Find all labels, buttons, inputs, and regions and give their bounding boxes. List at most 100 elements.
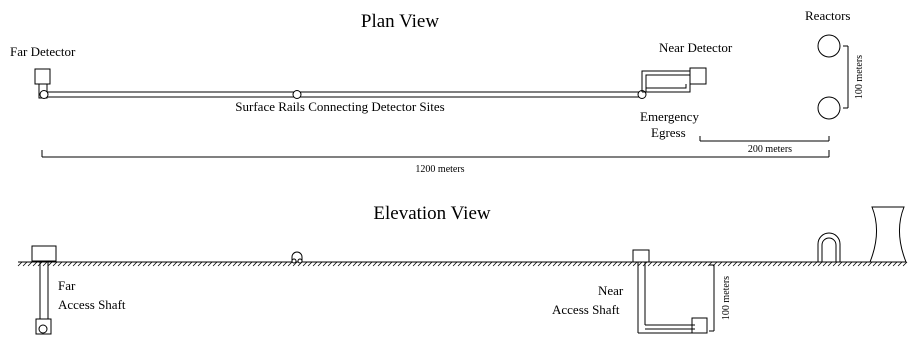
near-detector-tunnel-inner bbox=[645, 74, 690, 92]
ground-hatch-stroke bbox=[682, 261, 688, 267]
ground-hatch-stroke bbox=[232, 261, 238, 267]
ground-hatch-stroke bbox=[22, 261, 28, 267]
ground-hatch-stroke bbox=[567, 261, 573, 267]
dim-200m-label: 200 meters bbox=[748, 144, 792, 155]
ground-hatch-stroke bbox=[177, 261, 183, 267]
ground-hatch-stroke bbox=[257, 261, 263, 267]
ground-hatch-stroke bbox=[647, 261, 653, 267]
ground-hatch-stroke bbox=[577, 261, 583, 267]
ground-hatch-stroke bbox=[87, 261, 93, 267]
ground-hatch-stroke bbox=[352, 261, 358, 267]
ground-hatch-stroke bbox=[117, 261, 123, 267]
ground-hatch-stroke bbox=[702, 261, 708, 267]
ground-hatch-stroke bbox=[357, 261, 363, 267]
ground-hatch-stroke bbox=[482, 261, 488, 267]
rail-car-wheel-right bbox=[297, 258, 303, 264]
ground-hatch-stroke bbox=[792, 261, 798, 267]
ground-hatch-stroke bbox=[512, 261, 518, 267]
near-detector-label: Near Detector bbox=[659, 40, 733, 55]
ground-hatch-stroke bbox=[402, 261, 408, 267]
ground-hatch-stroke bbox=[387, 261, 393, 267]
ground-hatch-stroke bbox=[392, 261, 398, 267]
ground-hatch-stroke bbox=[777, 261, 783, 267]
ground-hatch-stroke bbox=[427, 261, 433, 267]
elevation-view-title: Elevation View bbox=[373, 203, 491, 224]
reactors-label: Reactors bbox=[805, 8, 850, 23]
ground-hatch-stroke bbox=[747, 261, 753, 267]
ground-hatch-stroke bbox=[397, 261, 403, 267]
ground-hatch-stroke bbox=[207, 261, 213, 267]
ground-hatch-stroke bbox=[637, 261, 643, 267]
ground-hatch-stroke bbox=[462, 261, 468, 267]
dim-1200m-label: 1200 meters bbox=[415, 164, 464, 175]
ground-hatch-stroke bbox=[692, 261, 698, 267]
far-shaft-label-2: Access Shaft bbox=[58, 297, 126, 312]
ground-hatch-stroke bbox=[757, 261, 763, 267]
ground-hatch-stroke bbox=[272, 261, 278, 267]
ground-hatch-stroke bbox=[742, 261, 748, 267]
near-shaft-label-2: Access Shaft bbox=[552, 302, 620, 317]
ground-hatch-stroke bbox=[152, 261, 158, 267]
ground-hatch-stroke bbox=[102, 261, 108, 267]
reactor-2-icon bbox=[817, 96, 841, 120]
ground-hatch-stroke bbox=[857, 261, 863, 267]
ground-hatch-stroke bbox=[17, 261, 23, 267]
far-detector-hall bbox=[35, 318, 52, 335]
ground-hatch-stroke bbox=[417, 261, 423, 267]
ground-hatch-stroke bbox=[217, 261, 223, 267]
ground-hatch-stroke bbox=[572, 261, 578, 267]
ground-hatch-stroke bbox=[302, 261, 308, 267]
ground-hatch-stroke bbox=[622, 261, 628, 267]
reactor-spacing-dim-label: 100 meters bbox=[854, 55, 865, 99]
near-shaft-label-1: Near bbox=[598, 283, 624, 298]
ground-hatch-stroke bbox=[162, 261, 168, 267]
ground-hatch-stroke bbox=[137, 261, 143, 267]
depth-dim-label: 100 meters bbox=[721, 276, 732, 320]
reactor-1-icon bbox=[817, 34, 841, 58]
ground-hatch-stroke bbox=[887, 261, 893, 267]
emergency-egress-label-2: Egress bbox=[651, 125, 686, 140]
ground-hatch-stroke bbox=[317, 261, 323, 267]
ground-hatch-stroke bbox=[627, 261, 633, 267]
near-shaft-building bbox=[632, 249, 650, 263]
ground-hatch-stroke bbox=[467, 261, 473, 267]
ground-hatch-stroke bbox=[32, 261, 38, 267]
ground-hatch-stroke bbox=[532, 261, 538, 267]
ground-hatch-stroke bbox=[372, 261, 378, 267]
egress-tunnel-outer bbox=[642, 84, 691, 93]
ground-hatch-stroke bbox=[252, 261, 258, 267]
ground-hatch-stroke bbox=[507, 261, 513, 267]
ground-hatch-stroke bbox=[582, 261, 588, 267]
ground-hatch-stroke bbox=[892, 261, 898, 267]
ground-hatch-stroke bbox=[277, 261, 283, 267]
ground-hatch-stroke bbox=[552, 261, 558, 267]
ground-hatch-stroke bbox=[262, 261, 268, 267]
ground-hatch-stroke bbox=[602, 261, 608, 267]
ground-hatch-stroke bbox=[202, 261, 208, 267]
ground-hatch-stroke bbox=[842, 261, 848, 267]
ground-hatch-stroke bbox=[322, 261, 328, 267]
ground-hatch-stroke bbox=[267, 261, 273, 267]
ground-hatch-stroke bbox=[817, 261, 823, 267]
ground-hatch-stroke bbox=[697, 261, 703, 267]
ground-hatch-stroke bbox=[187, 261, 193, 267]
ground-hatch-stroke bbox=[327, 261, 333, 267]
ground-hatch-stroke bbox=[807, 261, 813, 267]
ground-hatch-stroke bbox=[537, 261, 543, 267]
ground-hatch-stroke bbox=[772, 261, 778, 267]
ground-hatch-stroke bbox=[432, 261, 438, 267]
ground-hatch-stroke bbox=[227, 261, 233, 267]
near-detector-building bbox=[689, 67, 707, 85]
near-detector-tunnel-outer bbox=[641, 70, 690, 92]
ground-hatch-stroke bbox=[737, 261, 743, 267]
ground-hatch-stroke bbox=[557, 261, 563, 267]
ground-hatch-stroke bbox=[237, 261, 243, 267]
ground-hatch-stroke bbox=[107, 261, 113, 267]
ground-hatch-stroke bbox=[347, 261, 353, 267]
ground-hatch-stroke bbox=[782, 261, 788, 267]
ground-hatch-stroke bbox=[52, 261, 58, 267]
ground-hatch-stroke bbox=[687, 261, 693, 267]
emergency-egress-label-1: Emergency bbox=[640, 109, 699, 124]
ground-hatch-stroke bbox=[727, 261, 733, 267]
ground-hatch-stroke bbox=[132, 261, 138, 267]
